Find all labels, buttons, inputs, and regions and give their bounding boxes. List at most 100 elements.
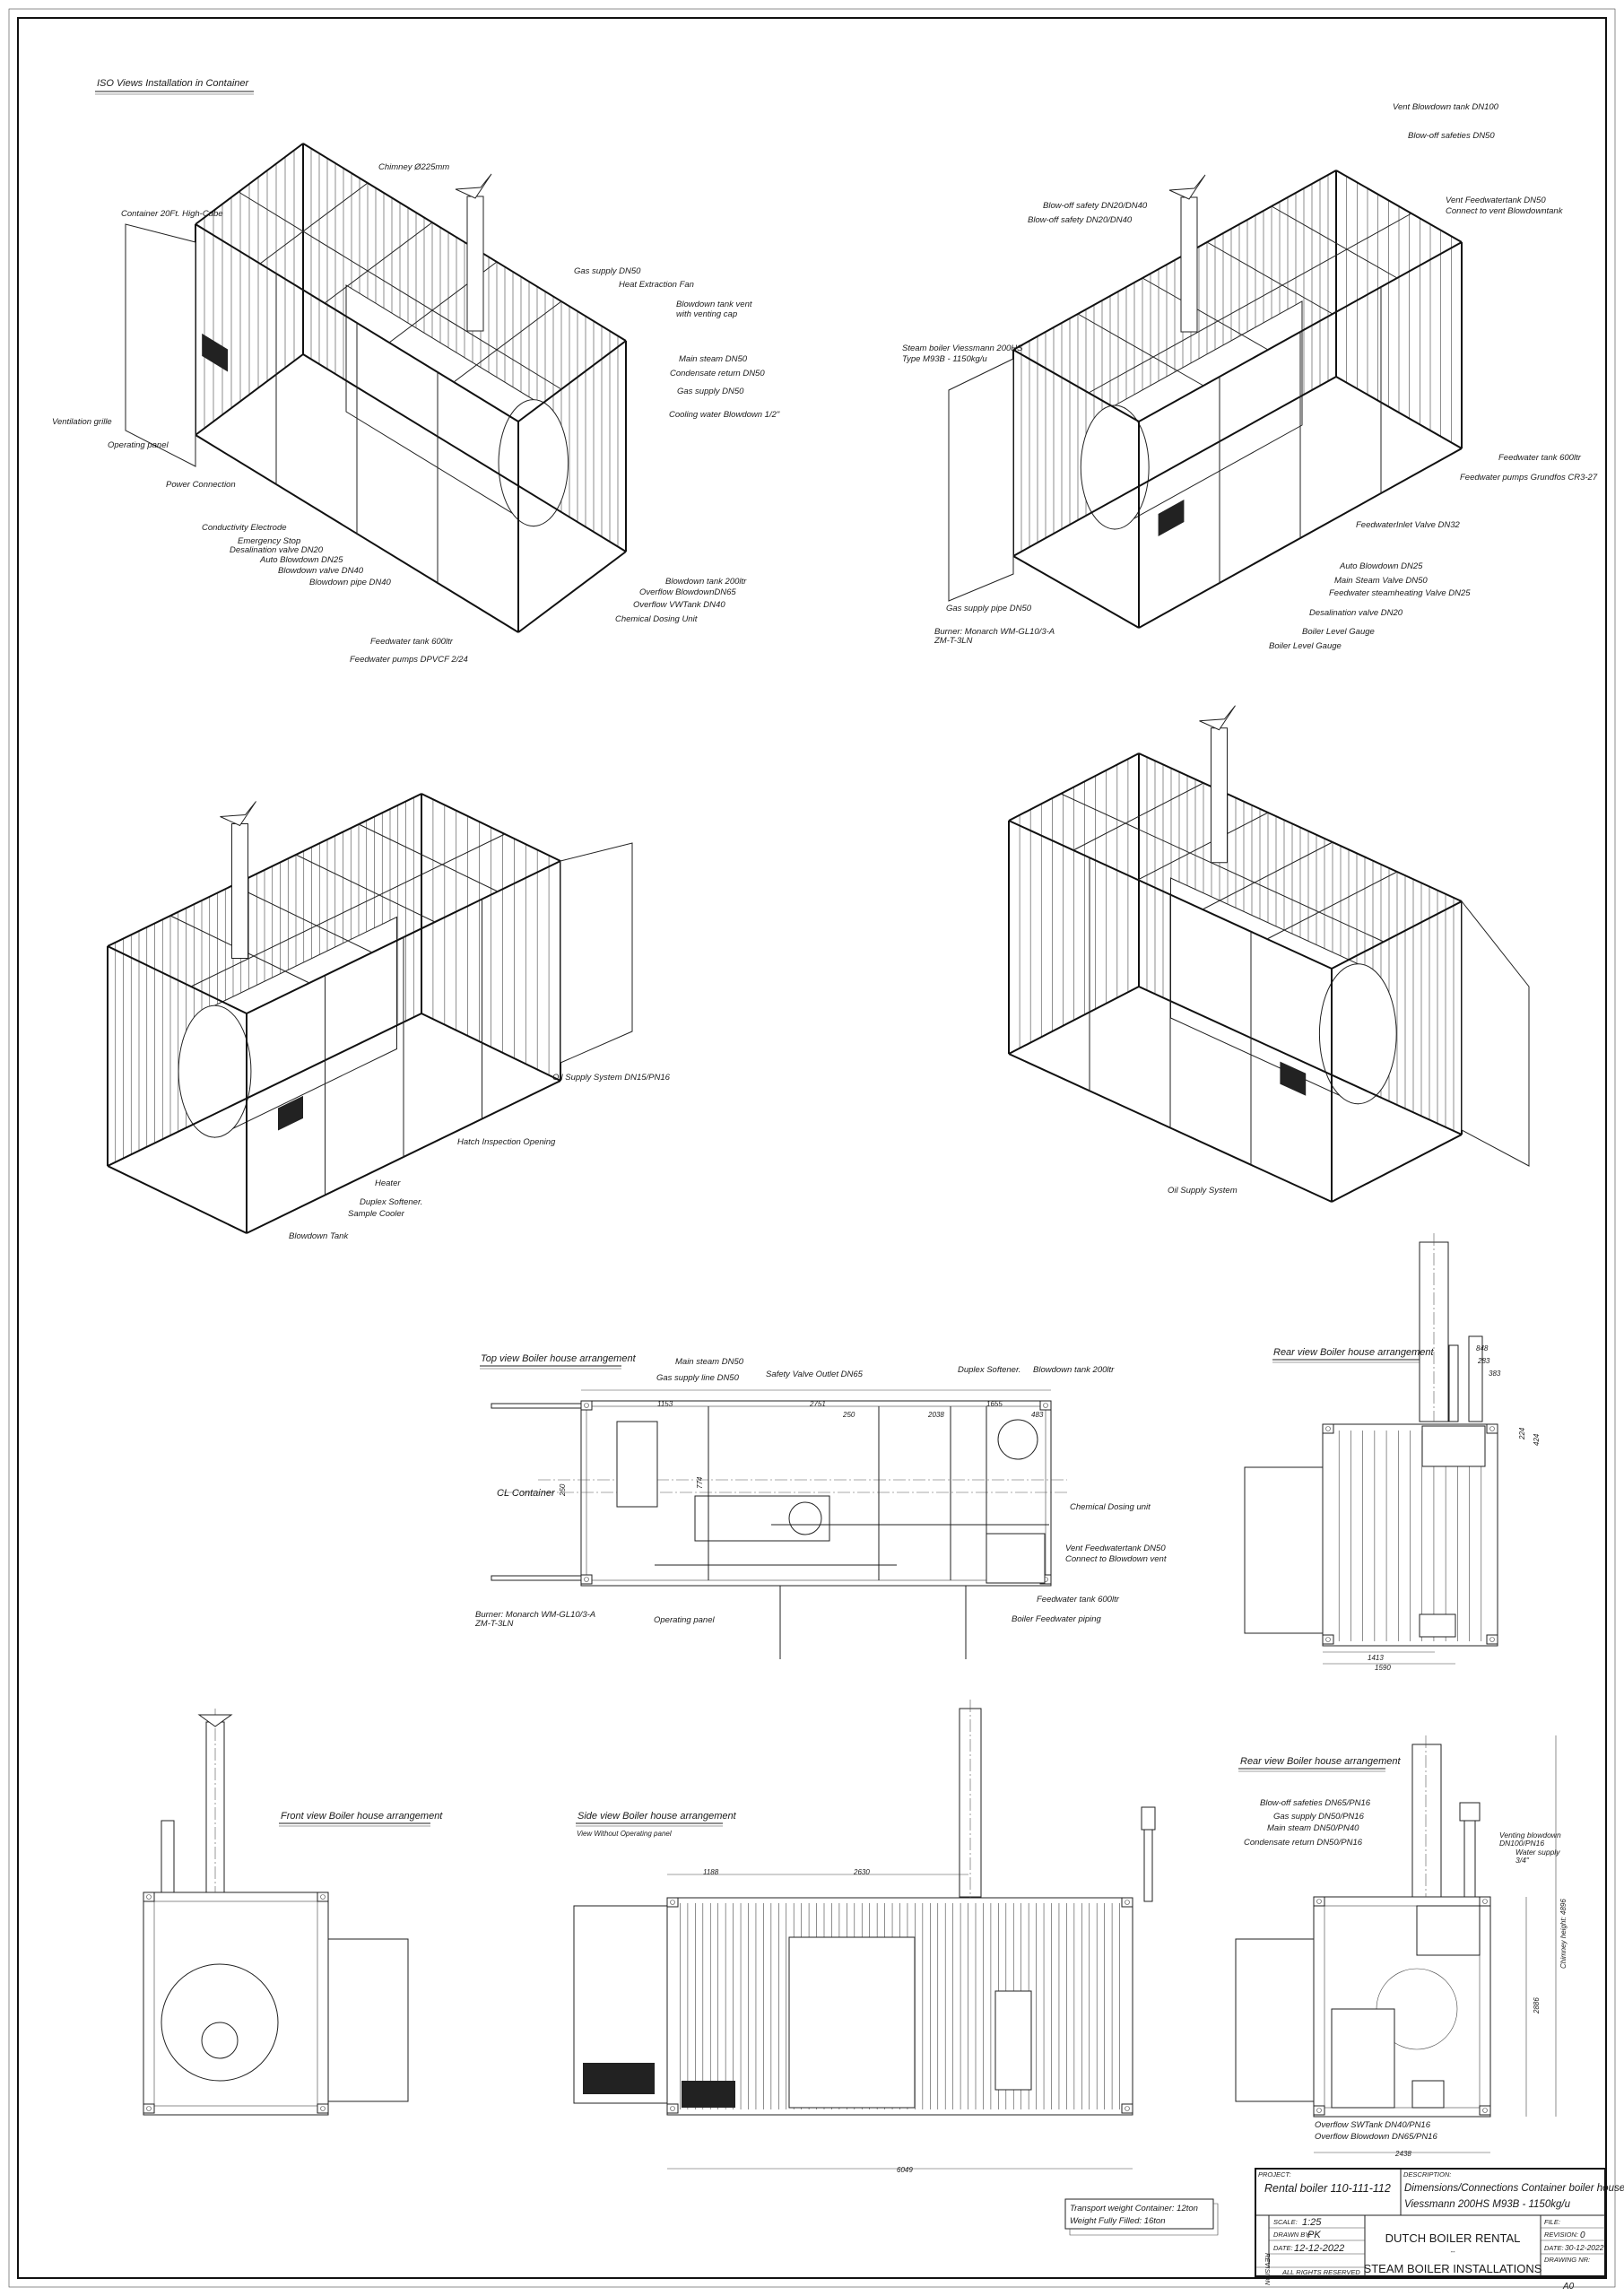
label-duplex-softener: Duplex Softener.	[958, 1365, 1020, 1375]
title-block: PROJECT: Rental boiler 110-111-112 DESCR…	[1255, 2168, 1624, 2285]
label-feedwater-tank: Feedwater tank 600ltr	[1498, 453, 1582, 463]
corner-casting	[1486, 1634, 1498, 1645]
dim-2038: 2038	[927, 1411, 944, 1419]
container-door	[125, 223, 196, 467]
label-gas-supply-line: Gas supply line DN50	[656, 1373, 740, 1383]
label-vent-feedwatertank-2: Connect to Blowdown vent	[1065, 1554, 1167, 1564]
label-burner-2: ZM-T-3LN	[474, 1619, 514, 1629]
label-boiler-level-gauge-2: Boiler Level Gauge	[1269, 641, 1342, 651]
label-blowdown-tank: Blowdown Tank	[289, 1231, 349, 1241]
dim-1655: 1655	[986, 1400, 1003, 1408]
label-overflow-blowdown: Overflow Blowdown DN65/PN16	[1315, 2132, 1437, 2142]
corner-casting	[1121, 1897, 1133, 1908]
vent-pipe-rear	[1463, 1820, 1476, 1898]
chimney	[466, 196, 484, 332]
dim-6049: 6049	[897, 2166, 913, 2174]
frame-beam	[1008, 752, 1140, 822]
corner-casting	[666, 1897, 679, 1908]
label-chemical-dosing: Chemical Dosing unit	[1070, 1502, 1151, 1512]
iso-view-3-labels: Oil Supply System DN15/PN16 Hatch Inspec…	[289, 1073, 671, 1241]
corner-casting	[666, 2103, 679, 2114]
grille-side	[583, 2063, 655, 2094]
roof-crossmember	[1206, 241, 1333, 315]
container-door	[1461, 900, 1530, 1167]
label-desalination-valve: Desalination valve DN20	[230, 545, 324, 555]
frame-beam	[1012, 349, 1140, 422]
blowdown-tank-top	[997, 1419, 1038, 1460]
vent-cap-side	[1141, 1806, 1156, 1831]
roof-crossmember	[1142, 277, 1269, 351]
container-inner-top	[586, 1405, 1046, 1581]
label-emergency-stop: Emergency Stop	[238, 536, 300, 546]
safety-pipe	[1448, 1344, 1459, 1422]
label-blowdown-tank: Blowdown tank 200ltr	[1033, 1365, 1115, 1375]
dim-2438: 2438	[1394, 2150, 1411, 2158]
corner-casting-hole	[320, 2106, 326, 2111]
corner-casting-hole	[1325, 1426, 1331, 1431]
frame-beam	[1012, 376, 1337, 557]
roof-crossmember	[259, 182, 369, 265]
frame-beam	[517, 551, 627, 633]
paper-size: A0	[1562, 2282, 1575, 2292]
label-vent-feedwatertank: Vent Feedwatertank DN50	[1446, 196, 1546, 205]
company-separator: --	[1451, 2248, 1455, 2256]
corner-casting	[1322, 1423, 1334, 1434]
label-operating-panel: Operating panel	[108, 440, 169, 450]
iso-views-title: ISO Views Installation in Container	[97, 78, 249, 89]
roof-longitudinal	[190, 833, 506, 987]
roof-crossmember	[295, 854, 436, 923]
frame-beam	[1331, 900, 1463, 970]
frame-beam	[302, 143, 627, 342]
label-steam-boiler-type: Type M93B - 1150kg/u	[902, 354, 987, 364]
dim-2751: 2751	[809, 1400, 826, 1408]
label-blowoff-safeties: Blow-off safeties DN50	[1408, 131, 1495, 141]
label-sample-cooler: Sample Cooler	[348, 1209, 405, 1219]
burner-front	[201, 2022, 239, 2059]
dim-283: 283	[1477, 1357, 1490, 1365]
roof-crossmember	[232, 884, 373, 953]
grille-side-2	[682, 2081, 735, 2108]
label-main-steam: Main steam DN50/PN40	[1267, 1823, 1359, 1833]
boiler-side	[788, 1936, 916, 2109]
label-blowdown-pipe: Blowdown pipe DN40	[309, 578, 392, 587]
boiler-front-head	[498, 399, 569, 527]
scale-label: SCALE:	[1273, 2218, 1298, 2226]
revision-vertical-label: REVISION	[1264, 2253, 1272, 2285]
label-duplex-softener: Duplex Softener.	[360, 1197, 422, 1207]
side-view-subtitle: View Without Operating panel	[577, 1830, 672, 1838]
dim-224: 224	[1518, 1427, 1526, 1440]
roof-crossmember	[1073, 782, 1204, 851]
label-feedwater-tank: Feedwater tank 600ltr	[370, 637, 454, 647]
frame-beam	[1331, 1134, 1463, 1203]
chimney	[1180, 196, 1198, 333]
label-desalination-valve: Desalination valve DN20	[1309, 608, 1403, 618]
label-vent-feedwatertank-2: Connect to vent Blowdowntank	[1446, 206, 1564, 216]
corner-casting-hole	[1489, 1426, 1495, 1431]
frame-beam	[1008, 986, 1140, 1055]
frame-beam	[1335, 376, 1463, 449]
corner-casting	[317, 2103, 329, 2114]
date-label: DATE:	[1273, 2244, 1293, 2252]
corner-casting	[580, 1400, 593, 1411]
dim-1153: 1153	[657, 1400, 673, 1408]
corner-casting-hole	[1482, 2108, 1488, 2113]
roof-crossmember	[324, 222, 433, 304]
label-overflow-vwtank: Overflow VWTank DN40	[633, 600, 725, 610]
corner-casting-hole	[584, 1403, 589, 1408]
container-door	[560, 842, 633, 1064]
pump-skid	[1331, 2008, 1395, 2109]
label-water-supply: Water supply	[1515, 1848, 1560, 1857]
label-venting-blowdown-2: DN100/PN16	[1499, 1839, 1544, 1848]
overflow-plate	[1419, 1613, 1456, 1638]
corner-casting-hole	[1125, 1900, 1130, 1905]
container-front-inner	[153, 1900, 318, 2107]
chimney	[231, 823, 248, 959]
project-value: Rental boiler 110-111-112	[1264, 2182, 1391, 2195]
container-door	[948, 358, 1014, 602]
label-feedwater-pumps: Feedwater pumps Grundfos CR3-27	[1460, 473, 1598, 483]
ventilation-grille	[1158, 500, 1185, 536]
label-auto-blowdown: Auto Blowdown DN25	[1339, 561, 1423, 571]
roof-longitudinal	[238, 191, 562, 390]
front-view-title: Front view Boiler house arrangement	[281, 1811, 443, 1822]
dim-848: 848	[1476, 1344, 1489, 1352]
